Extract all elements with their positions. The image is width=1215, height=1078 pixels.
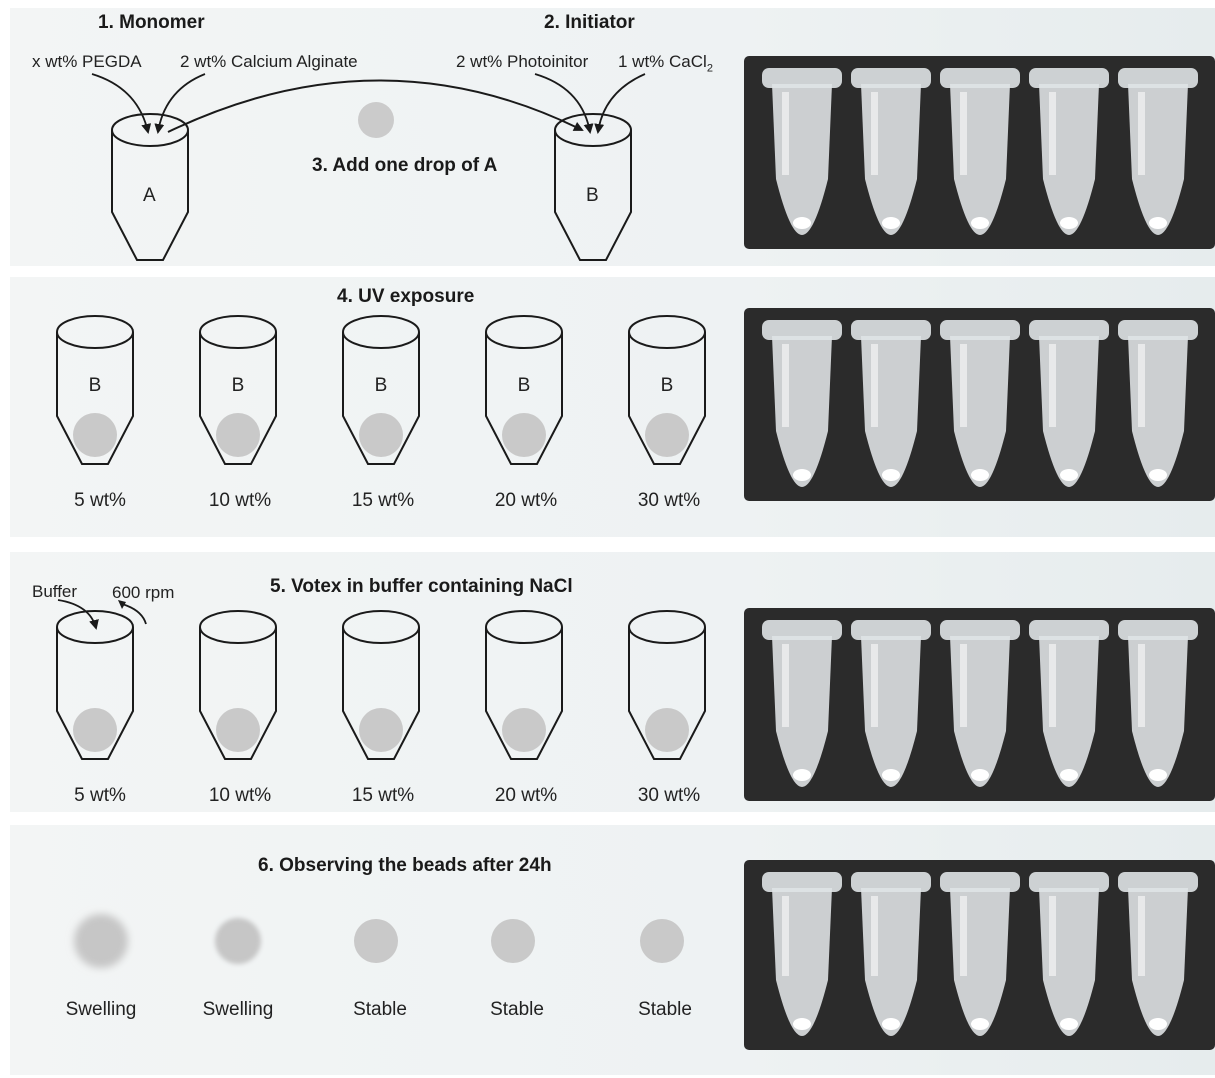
bead-swelling-2 — [215, 918, 261, 964]
bead-stable-3 — [640, 919, 684, 963]
outcome-label: Stable — [490, 999, 544, 1021]
photo-tubes — [744, 56, 1215, 249]
bead-swelling-1 — [74, 914, 128, 968]
outcome-label: Swelling — [203, 999, 274, 1021]
photo-tubes — [744, 308, 1215, 501]
outcome-label: Swelling — [66, 999, 137, 1021]
bead-stable-1 — [354, 919, 398, 963]
photo-tubes — [744, 608, 1215, 801]
photo-step-1-3 — [744, 56, 1215, 249]
bead-stable-2 — [491, 919, 535, 963]
photo-step-5 — [744, 608, 1215, 801]
photo-tubes — [744, 860, 1215, 1050]
photo-step-6 — [744, 860, 1215, 1050]
outcome-label: Stable — [353, 999, 407, 1021]
outcome-label: Stable — [638, 999, 692, 1021]
photo-step-4 — [744, 308, 1215, 501]
